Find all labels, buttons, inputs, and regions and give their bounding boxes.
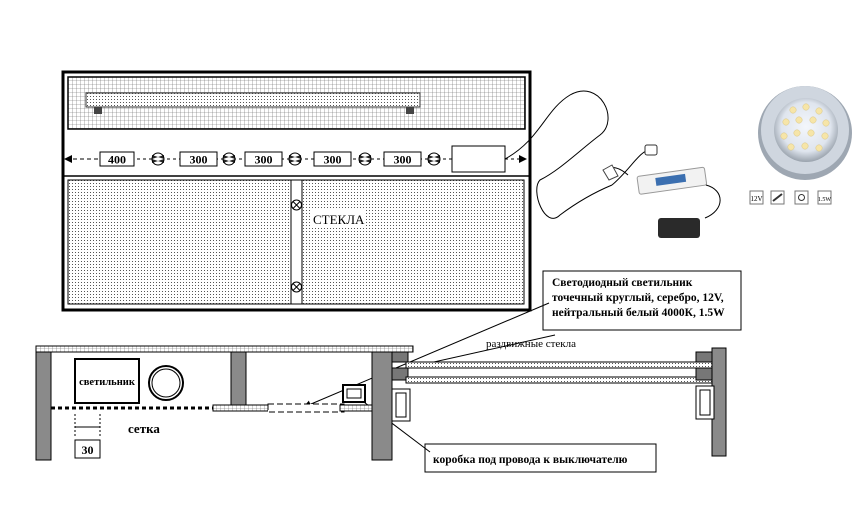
pipe (148, 365, 184, 401)
spot-light-5 (427, 152, 441, 166)
driver-box (451, 145, 506, 173)
dimension-arrow-left (64, 155, 72, 163)
dimension-box-2: 300 (179, 151, 218, 167)
led-strip-end-left (94, 107, 102, 114)
luminaire-desc-line-1: Светодиодный светильник (552, 277, 693, 289)
wire-box (342, 384, 366, 403)
wire-box-label: коробка под провода к выключателю (433, 454, 628, 466)
glass-label: СТЕКЛА (313, 212, 365, 227)
power-icon-text: 1.5W (818, 197, 832, 203)
spot-light-3 (288, 152, 302, 166)
front-view: 400 300 300 300 300 (61, 70, 532, 312)
power-icon: 1.5W (817, 190, 832, 205)
plug (644, 144, 658, 156)
cable-icon (770, 190, 785, 205)
led-strip-tube (85, 92, 421, 108)
luminaire-housing (74, 358, 140, 404)
left-wall (35, 351, 52, 461)
spot-light-1 (151, 152, 165, 166)
spec-icons: 12V 1.5W (749, 190, 832, 205)
luminaire-callout: Светодиодный светильник точечный круглый… (542, 270, 742, 331)
luminaire-desc-line-2: точечный круглый, серебро, 12V, (552, 292, 724, 304)
dimmer-icon (794, 190, 809, 205)
fixing-point-bottom (291, 281, 302, 293)
offset-dimension: 30 (82, 443, 94, 457)
middle-post (230, 351, 247, 409)
power-cable (504, 90, 613, 219)
dimension-value-4: 300 (324, 153, 342, 167)
luminaire-label: светильник (79, 377, 136, 388)
dimension-box-4: 300 (313, 151, 352, 167)
mesh-label: сетка (128, 421, 160, 436)
section-view: светильник 30 сетка (35, 345, 727, 461)
junction-box (658, 218, 700, 238)
fixing-point-top (291, 199, 302, 211)
power-supply-photo (504, 90, 721, 238)
glass-pane-2 (405, 376, 715, 384)
dimension-value-2: 300 (190, 153, 208, 167)
sliding-glass-label: раздвижные стекла (486, 338, 576, 350)
dimension-value-1: 400 (108, 153, 126, 167)
spot-light-2 (222, 152, 236, 166)
shelf-section (212, 404, 269, 412)
luminaire-photo (758, 86, 852, 180)
dimension-box-3: 300 (244, 151, 283, 167)
voltage-icon: 12V (749, 190, 764, 205)
center-post (290, 179, 303, 305)
shelf-section-right (339, 404, 373, 412)
sliding-glass-track (391, 347, 727, 457)
led-driver (636, 166, 708, 195)
spot-light-4 (358, 152, 372, 166)
dimension-box-1: 400 (99, 151, 135, 167)
conduit (267, 403, 345, 413)
dimension-arrow-right (519, 155, 527, 163)
voltage-icon-text: 12V (750, 195, 762, 203)
luminaire-leader (303, 302, 550, 408)
wire-box-callout: коробка под провода к выключателю (424, 443, 657, 473)
right-wall (371, 351, 393, 461)
led-strip-end-right (406, 107, 414, 114)
top-board (35, 345, 414, 353)
dimension-value-3: 300 (255, 153, 273, 167)
dimension-value-5: 300 (394, 153, 412, 167)
glass-panel-left (67, 179, 292, 305)
glass-panel-right (301, 179, 525, 305)
dimension-box-5: 300 (383, 151, 422, 167)
glass-pane-1 (405, 361, 715, 369)
luminaire-desc-line-3: нейтральный белый 4000К, 1.5W (552, 307, 725, 319)
